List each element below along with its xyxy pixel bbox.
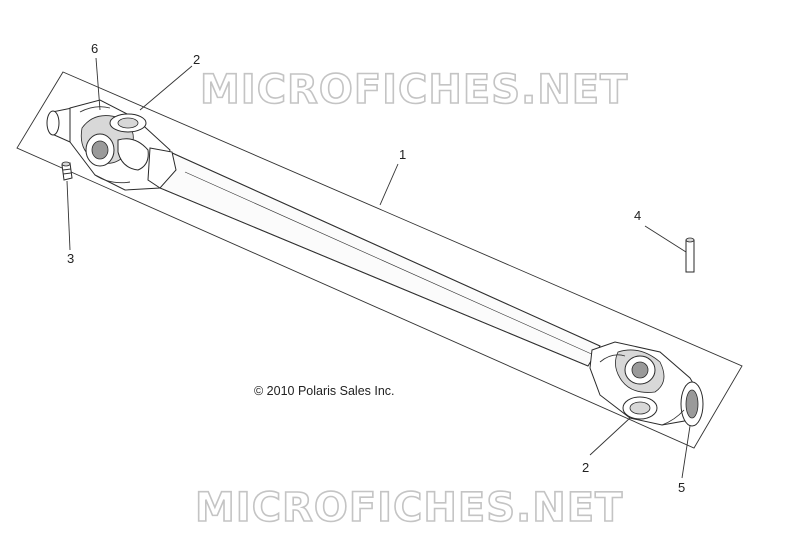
grease-fitting [61, 161, 73, 181]
leader-line-6 [95, 57, 101, 111]
leader-line-2-bottom [589, 417, 631, 456]
callout-2-bottom: 2 [582, 460, 589, 475]
left-u-joint [46, 99, 177, 191]
watermark-top: MICROFICHES.NET [200, 67, 628, 113]
roll-pin [685, 237, 695, 273]
callout-6: 6 [91, 41, 98, 56]
callout-1: 1 [399, 147, 406, 162]
callout-4: 4 [634, 208, 641, 223]
watermark-bottom: MICROFICHES.NET [195, 485, 623, 531]
leader-line-4 [644, 225, 687, 253]
leader-line-1 [379, 163, 399, 206]
callout-5: 5 [678, 480, 685, 495]
leader-line-2-top [139, 65, 193, 111]
callout-2-top: 2 [193, 52, 200, 67]
assembly-outline [16, 71, 743, 449]
drive-shaft-tube [159, 151, 601, 367]
right-u-joint [589, 341, 704, 427]
copyright-notice: © 2010 Polaris Sales Inc. [254, 384, 395, 398]
leader-line-3 [66, 180, 71, 251]
leader-line-5 [681, 425, 691, 479]
callout-3: 3 [67, 251, 74, 266]
